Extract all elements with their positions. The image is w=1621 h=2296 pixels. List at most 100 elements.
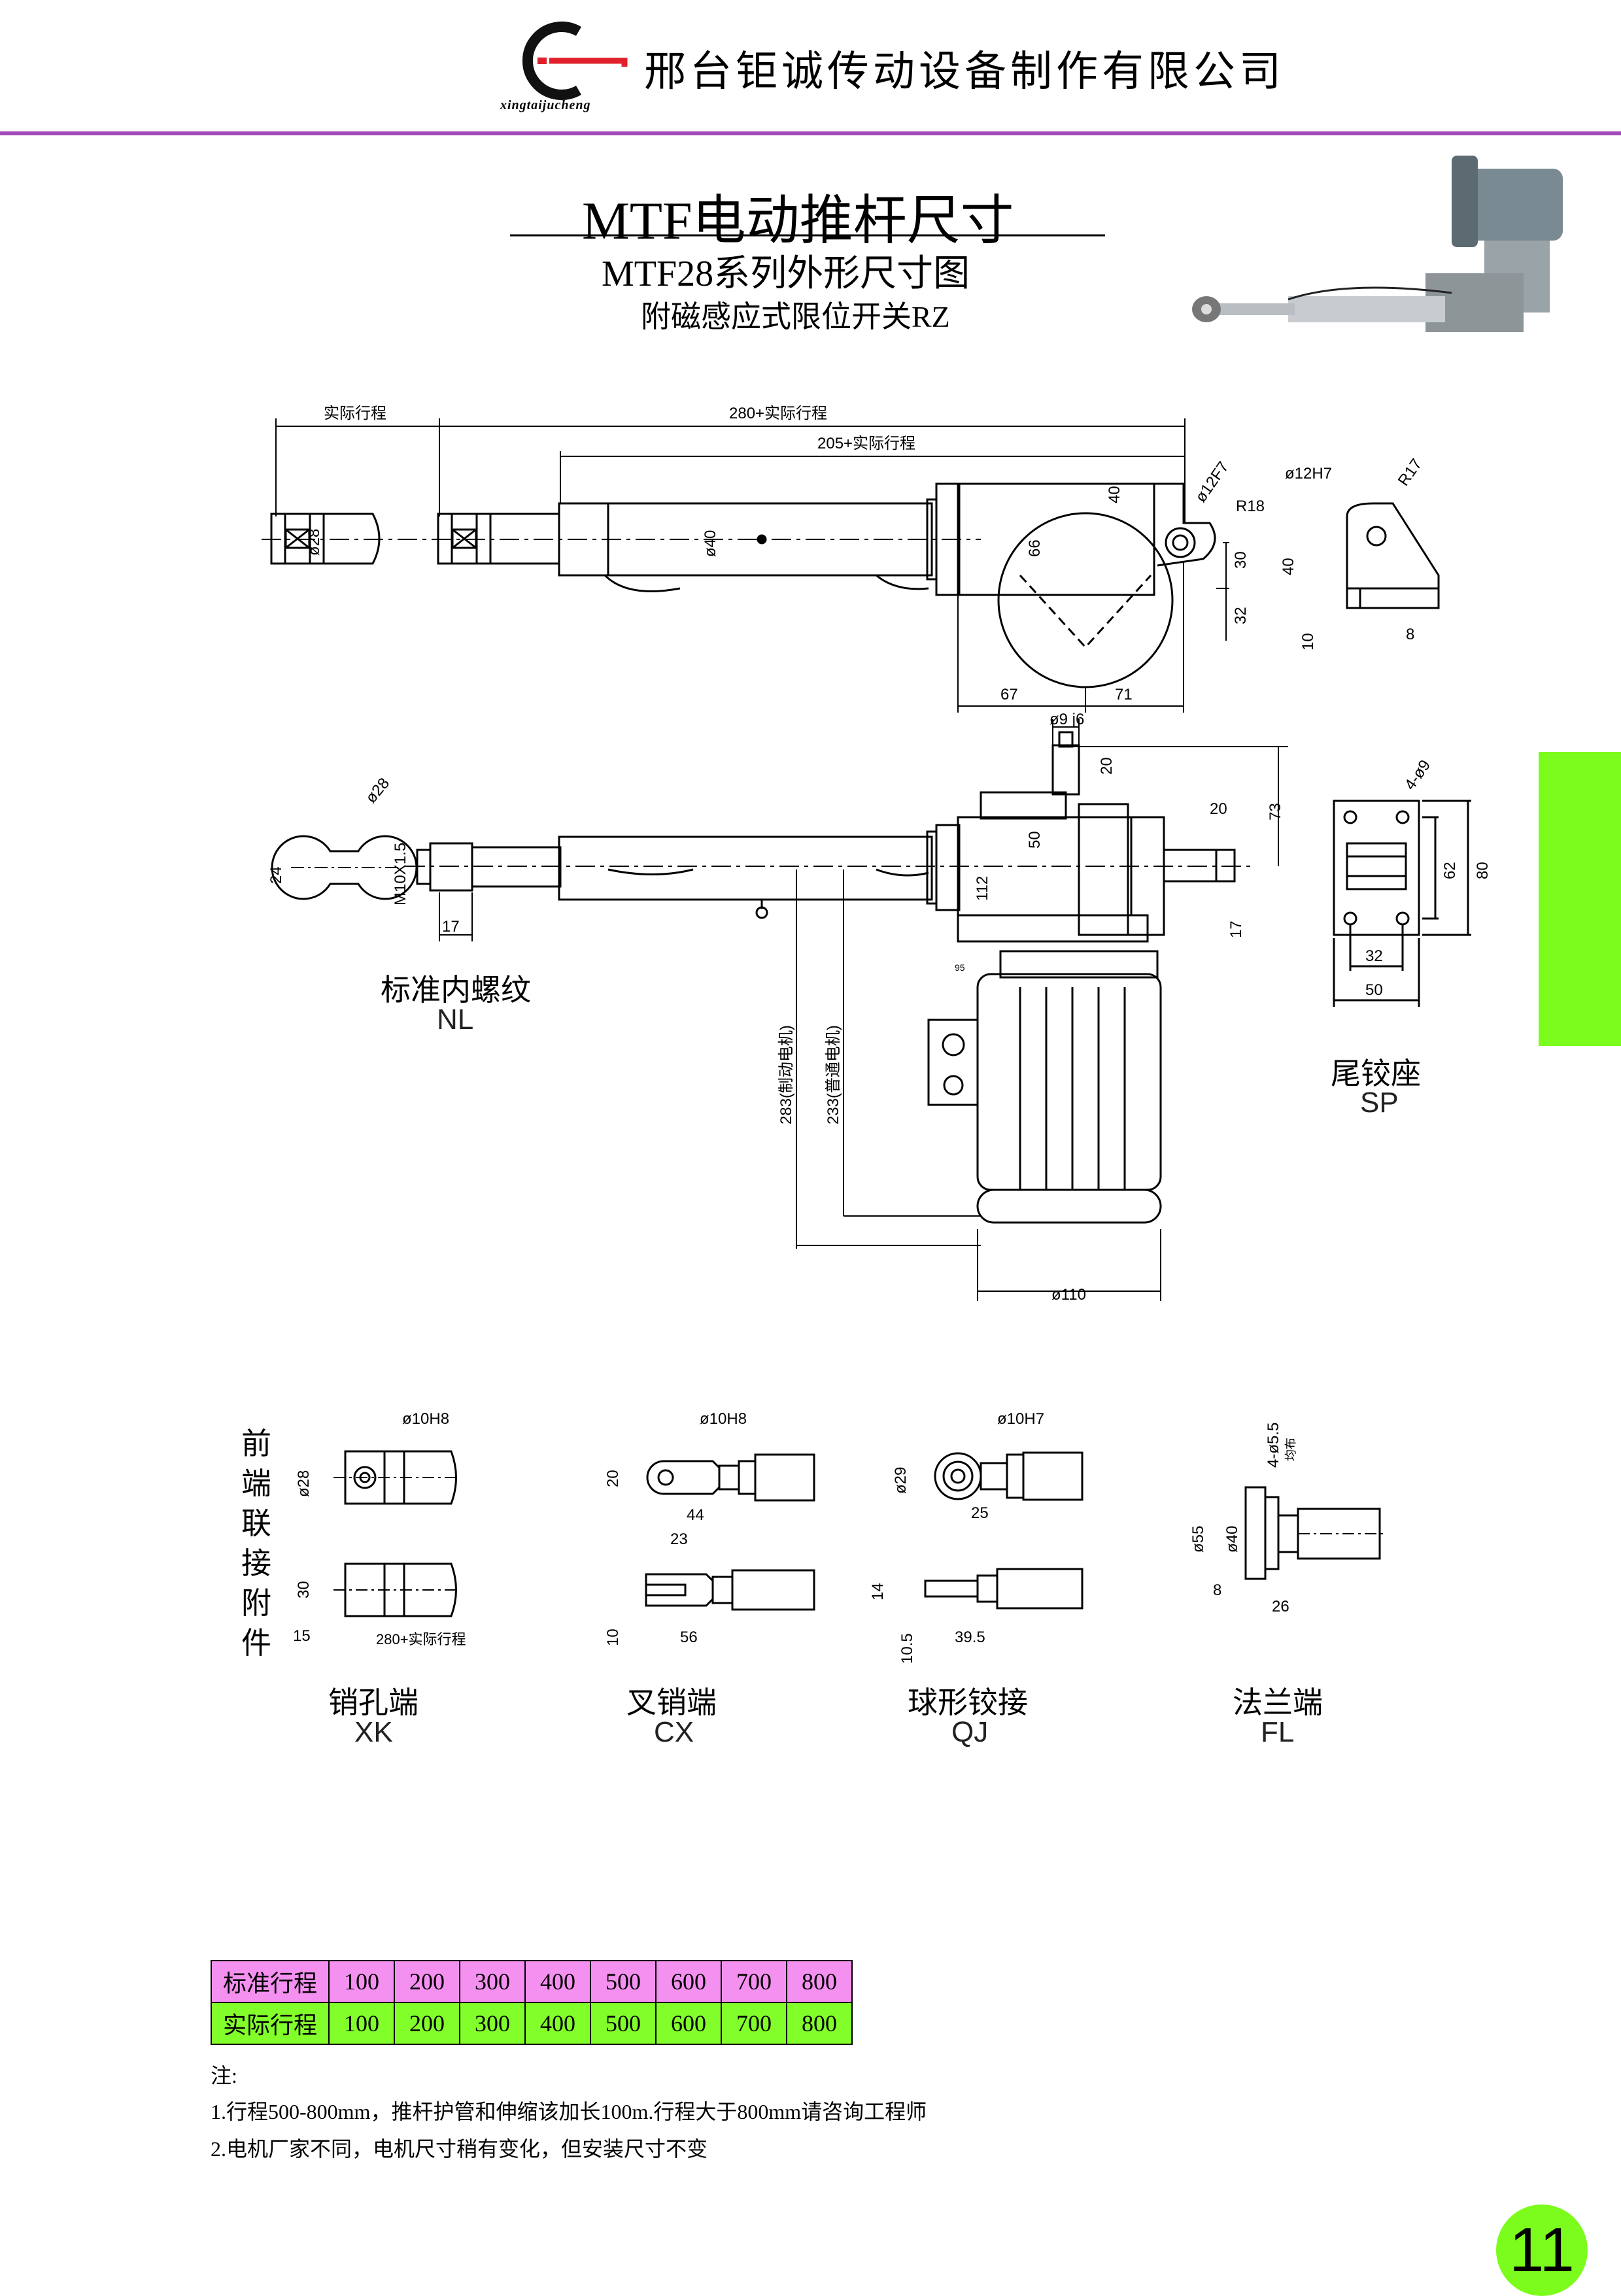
svg-text:ø10H7: ø10H7 bbox=[997, 1410, 1044, 1428]
fl-label-en: FL bbox=[1261, 1716, 1295, 1748]
attachments-vertical-label: 前 端 联 接 附 件 bbox=[241, 1427, 271, 1660]
svg-text:均布: 均布 bbox=[1284, 1438, 1297, 1461]
dim-d12f7: ø12F7 bbox=[1192, 458, 1233, 505]
qj-label-cn: 球形铰接 bbox=[908, 1685, 1028, 1719]
xk-dims: ø10H8 ø28 30 15 280+实际行程 bbox=[293, 1410, 466, 1647]
product-photo bbox=[1192, 156, 1563, 332]
dim-d40: ø40 bbox=[702, 530, 719, 557]
svg-text:ø28: ø28 bbox=[295, 1470, 313, 1497]
table-cell: 200 bbox=[394, 1960, 460, 2003]
sp-label-en: SP bbox=[1360, 1087, 1399, 1119]
table-cell: 400 bbox=[524, 2002, 591, 2045]
nl-label-cn: 标准内螺纹 bbox=[381, 973, 531, 1007]
svg-text:R17: R17 bbox=[1395, 456, 1425, 490]
table-cell: 700 bbox=[721, 1960, 787, 2003]
logo-text: xingtaijucheng bbox=[500, 98, 591, 112]
svg-text:20: 20 bbox=[1210, 800, 1227, 818]
table-cell: 800 bbox=[786, 2002, 853, 2045]
svg-text:4-ø5.5: 4-ø5.5 bbox=[1265, 1423, 1282, 1468]
qj-label-en: QJ bbox=[951, 1716, 989, 1748]
svg-text:ø9 j6: ø9 j6 bbox=[1049, 711, 1084, 728]
qj-dims: ø10H7 ø29 25 14 10.5 39.5 bbox=[869, 1410, 1044, 1664]
svg-text:112: 112 bbox=[974, 876, 991, 901]
table-cell: 600 bbox=[655, 1960, 722, 2003]
company-logo bbox=[522, 22, 628, 100]
sp-label-cn: 尾铰座 bbox=[1331, 1056, 1421, 1090]
svg-text:30: 30 bbox=[295, 1581, 313, 1598]
svg-text:50: 50 bbox=[1026, 831, 1044, 849]
svg-text:20: 20 bbox=[604, 1470, 622, 1487]
page-number: 11 bbox=[1496, 2204, 1588, 2296]
side-tab bbox=[1539, 752, 1621, 1046]
page-subtitle-2: 附磁感应式限位开关RZ bbox=[641, 300, 950, 333]
svg-text:20: 20 bbox=[1098, 757, 1116, 775]
svg-text:8: 8 bbox=[1406, 626, 1414, 643]
svg-text:10.5: 10.5 bbox=[898, 1633, 916, 1664]
fl-label-cn: 法兰端 bbox=[1233, 1685, 1323, 1719]
svg-text:ø29: ø29 bbox=[892, 1467, 910, 1494]
table-cell: 200 bbox=[394, 2002, 460, 2045]
svg-text:73: 73 bbox=[1267, 803, 1284, 820]
sp-plate-drawing bbox=[1333, 800, 1471, 1007]
cx-label-en: CX bbox=[654, 1716, 694, 1748]
svg-text:14: 14 bbox=[869, 1583, 887, 1600]
side-view-labels: ø9 j6 20 20 73 50 112 17 95 283(制动电机) 23… bbox=[777, 711, 1284, 1304]
table-cell: 600 bbox=[655, 2002, 722, 2045]
cx-drawing bbox=[645, 1453, 815, 1611]
svg-text:44: 44 bbox=[687, 1506, 704, 1524]
dim-stroke: 实际行程 bbox=[324, 405, 386, 422]
top-view-drawing bbox=[270, 482, 1216, 688]
svg-text:283(制动电机): 283(制动电机) bbox=[777, 1025, 795, 1124]
cx-label-cn: 叉销端 bbox=[626, 1685, 717, 1719]
page-title: MTF电动推杆尺寸 bbox=[582, 191, 1014, 250]
svg-text:ø10H8: ø10H8 bbox=[700, 1410, 747, 1428]
svg-text:233(普通电机): 233(普通电机) bbox=[825, 1025, 842, 1124]
table-cell: 300 bbox=[459, 1960, 526, 2003]
svg-text:ø28: ø28 bbox=[362, 775, 393, 807]
svg-text:26: 26 bbox=[1272, 1598, 1289, 1615]
note-1: 1.行程500-800mm，推杆护管和伸缩该加长100m.行程大于800mm请咨… bbox=[211, 2100, 927, 2123]
xk-label-en: XK bbox=[354, 1716, 393, 1748]
tail-bracket-dims: ø12H7 R17 40 10 8 bbox=[1280, 456, 1425, 650]
dim-40: 40 bbox=[1106, 486, 1123, 503]
dim-205: 205+实际行程 bbox=[817, 435, 915, 452]
svg-text:39.5: 39.5 bbox=[955, 1629, 985, 1646]
dim-280: 280+实际行程 bbox=[729, 405, 827, 422]
table-cell: 700 bbox=[721, 2002, 787, 2045]
top-view-dims bbox=[275, 418, 1229, 713]
table-cell: 800 bbox=[786, 1960, 853, 2003]
dim-66: 66 bbox=[1026, 539, 1044, 557]
dim-30: 30 bbox=[1232, 551, 1250, 569]
svg-text:ø110: ø110 bbox=[1051, 1286, 1086, 1304]
table-row-standard: 标准行程 100 200 300 400 500 600 700 800 bbox=[211, 1960, 853, 2003]
page-subtitle: MTF28系列外形尺寸图 bbox=[602, 254, 970, 294]
svg-text:95: 95 bbox=[955, 962, 965, 973]
svg-text:56: 56 bbox=[680, 1629, 698, 1646]
svg-text:M10X1.5: M10X1.5 bbox=[392, 843, 409, 905]
tail-bracket-drawing bbox=[1346, 502, 1440, 609]
svg-text:50: 50 bbox=[1365, 981, 1383, 999]
side-view-dims bbox=[439, 719, 1288, 1301]
svg-text:25: 25 bbox=[971, 1504, 989, 1522]
front-end-view bbox=[271, 835, 418, 900]
table-cell: 500 bbox=[590, 2002, 657, 2045]
dim-32: 32 bbox=[1232, 607, 1250, 624]
svg-text:ø10H8: ø10H8 bbox=[402, 1410, 449, 1428]
table-cell: 500 bbox=[590, 1960, 657, 2003]
xk-label-cn: 销孔端 bbox=[328, 1685, 418, 1719]
svg-text:8: 8 bbox=[1213, 1581, 1221, 1599]
side-view-drawing bbox=[416, 731, 1236, 1224]
svg-text:62: 62 bbox=[1441, 862, 1459, 879]
table-header-cell: 标准行程 bbox=[211, 1960, 330, 2003]
svg-text:10: 10 bbox=[604, 1629, 622, 1646]
svg-text:32: 32 bbox=[1365, 947, 1383, 965]
table-cell: 100 bbox=[328, 1960, 395, 2003]
xk-drawing bbox=[333, 1450, 458, 1617]
sp-plate-dims: 4-ø9 62 80 32 50 bbox=[1365, 757, 1492, 999]
nl-label-en: NL bbox=[437, 1004, 474, 1036]
top-view-labels: 实际行程 280+实际行程 205+实际行程 ø28 ø40 66 40 ø12… bbox=[305, 405, 1265, 703]
svg-text:ø55: ø55 bbox=[1189, 1526, 1207, 1553]
dim-71: 71 bbox=[1115, 686, 1133, 703]
notes-title: 注: bbox=[211, 2064, 237, 2087]
